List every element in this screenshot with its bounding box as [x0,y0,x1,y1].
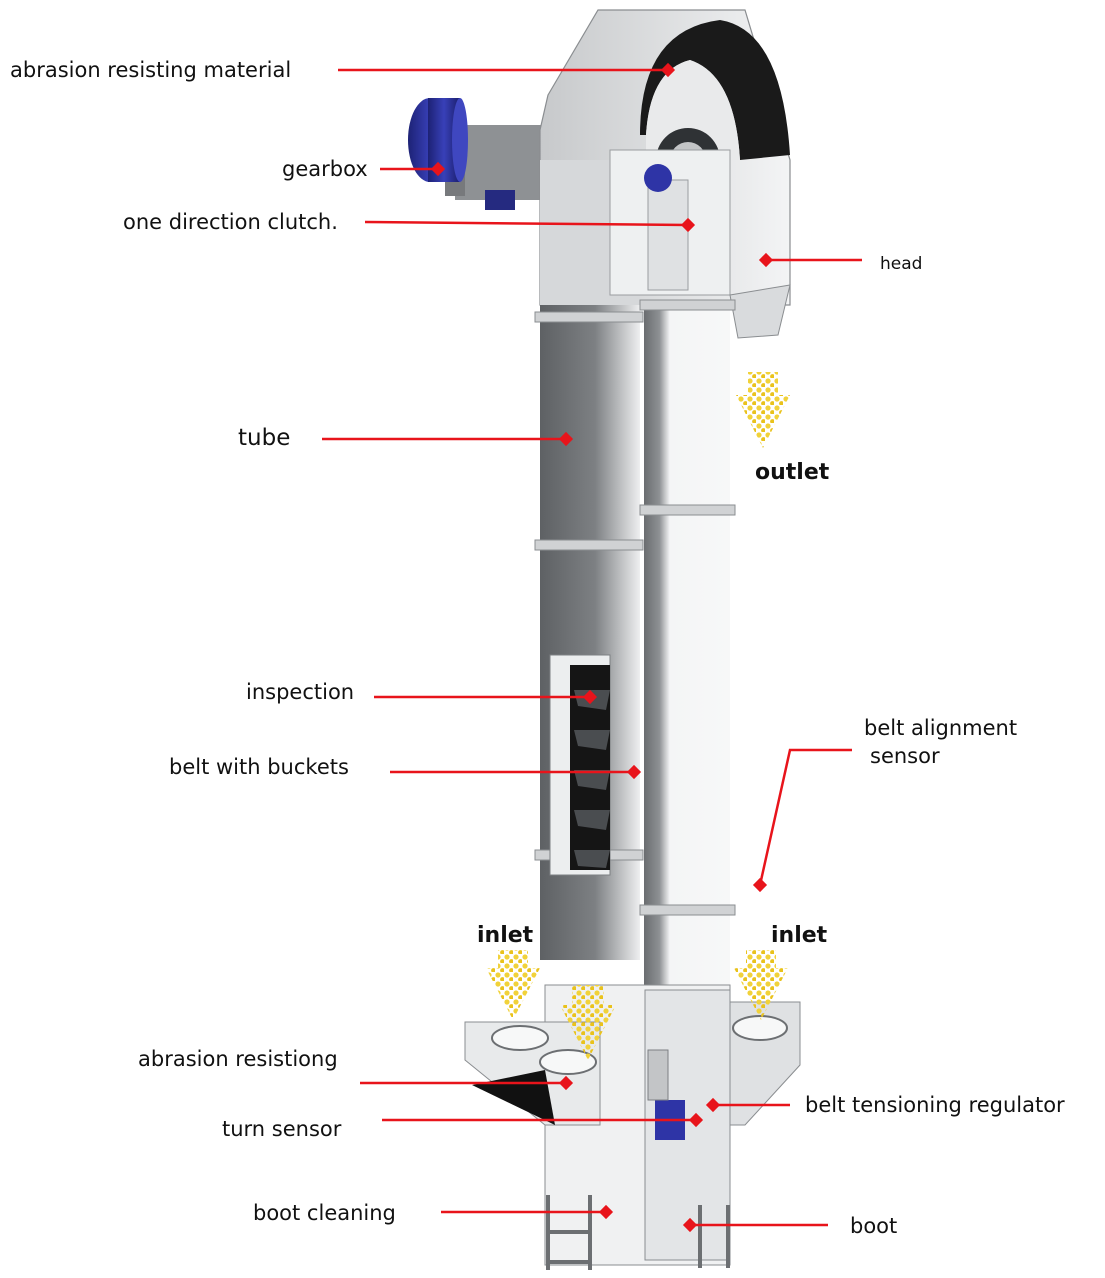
label-boot: boot [850,1214,898,1238]
label-gearbox: gearbox [282,157,368,181]
leader-lines [322,68,862,1227]
dotted-yellow-down-arrow [486,950,540,1020]
red-diamond-marker [680,217,696,233]
red-diamond-marker [430,161,446,177]
label-head: head [880,254,923,274]
elevator-boot [464,984,801,1270]
label-boot-cleaning: boot cleaning [253,1201,396,1225]
red-diamond-marker [558,431,574,447]
label-outlet: outlet [755,460,830,485]
label-belt-alignment: belt alignment [864,716,1018,740]
red-diamond-marker [752,877,768,893]
red-diamond-marker [758,252,774,268]
elevator-head [408,9,791,339]
label-belt-with-buckets: belt with buckets [169,755,349,779]
label-inspection: inspection [246,680,355,704]
red-diamond-marker [682,1217,698,1233]
label-abrasion-resistiong: abrasion resistiong [138,1047,338,1071]
dotted-yellow-down-arrow [736,372,790,448]
red-diamond-marker [660,62,676,78]
red-diamond-markers [430,62,774,1233]
red-diamond-marker [626,764,642,780]
elevator-tubes [534,299,736,995]
red-diamond-marker [582,689,598,705]
red-diamond-marker [598,1204,614,1220]
red-diamond-marker [688,1112,704,1128]
label-belt-tensioning-regulator: belt tensioning regulator [805,1093,1065,1117]
red-diamond-marker [558,1075,574,1091]
red-diamond-marker [705,1097,721,1113]
label-inlet-left: inlet [477,923,534,948]
right-tube [644,305,730,995]
label-one-direction-clutch: one direction clutch. [123,210,338,234]
label-tube: tube [238,425,291,451]
label-turn-sensor: turn sensor [222,1117,342,1141]
gearbox-housing [455,125,550,200]
label-abrasion-resisting-material: abrasion resisting material [10,58,292,82]
label-inlet-right: inlet [771,923,828,948]
dotted-yellow-down-arrow [560,985,616,1060]
label-sensor: sensor [870,744,940,768]
dotted-yellow-down-arrow [734,950,788,1020]
